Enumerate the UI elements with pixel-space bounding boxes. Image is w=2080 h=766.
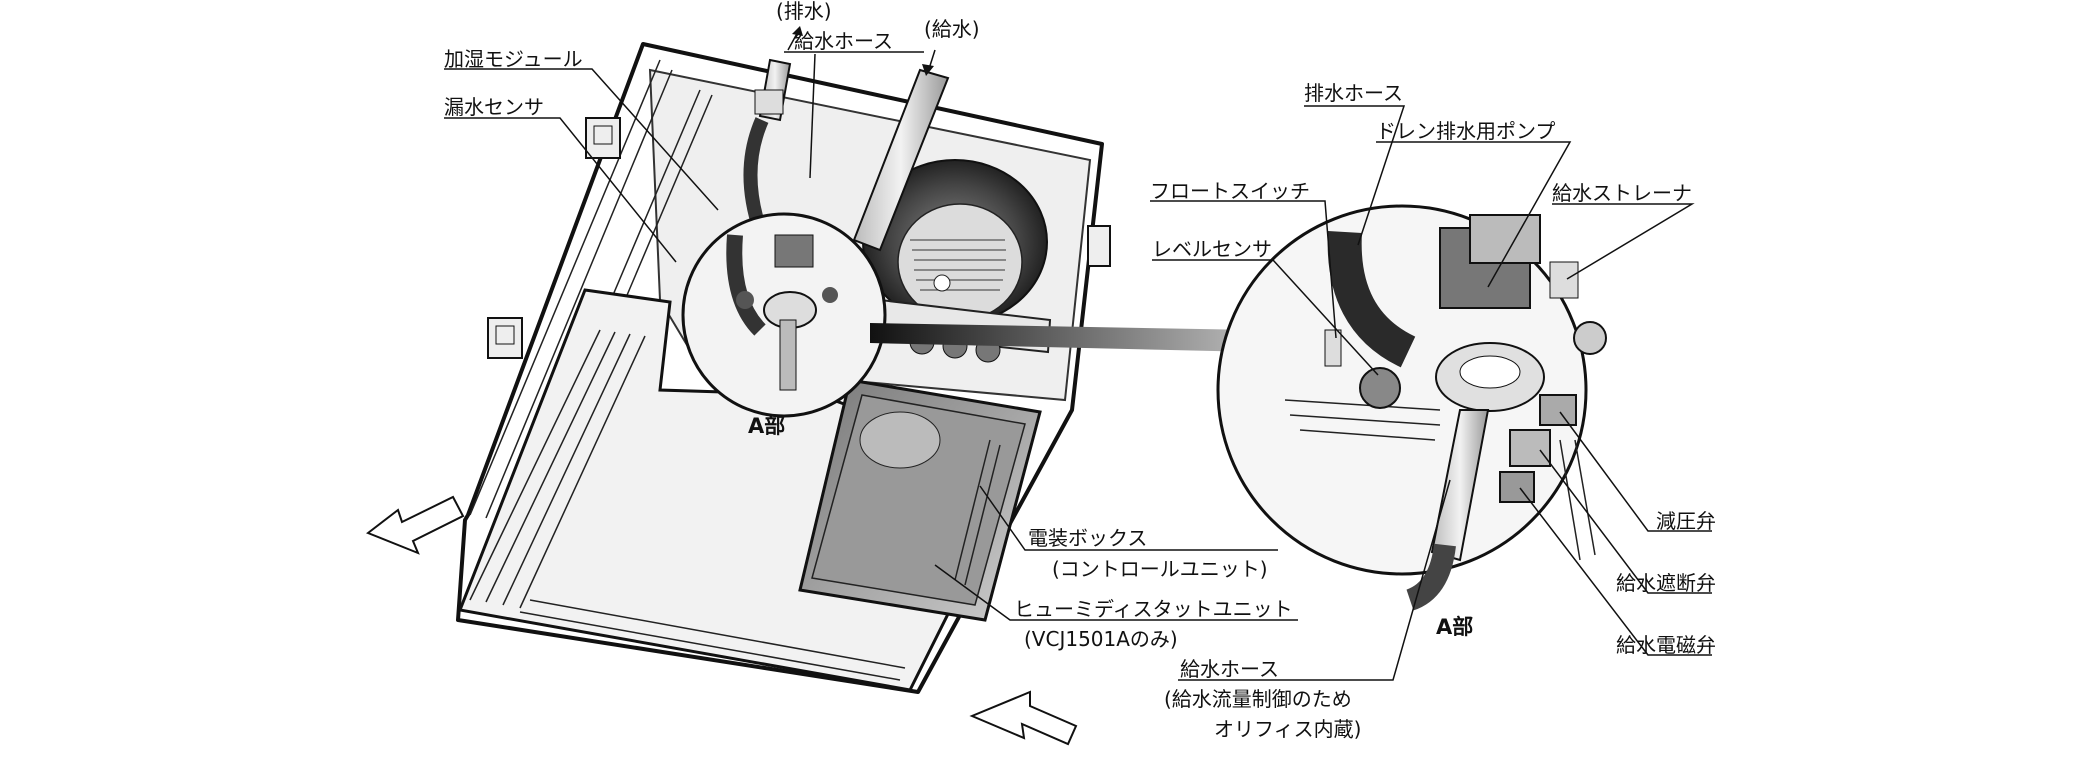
detail-a-large-circle — [1216, 204, 1607, 611]
drain-hose-label: 排水ホース — [1304, 81, 1403, 105]
airflow-in-arrow — [969, 690, 1078, 746]
electrical-box-label: 電装ボックス — [1028, 526, 1147, 550]
supply-flow-arrow — [922, 49, 936, 76]
leak-sensor-label: 漏水センサ — [444, 95, 544, 119]
pressure-valve-label: 減圧弁 — [1656, 509, 1716, 533]
electrical-box-sublabel: (コントロールユニット) — [1052, 557, 1268, 581]
leader-lines — [444, 51, 1712, 681]
magnification-beam — [870, 323, 1257, 352]
detail-a-small-circle — [681, 212, 887, 418]
humidifier-module-label: 加湿モジュール — [444, 47, 583, 71]
float-switch-label: フロートスイッチ — [1150, 179, 1310, 203]
humidistat-label: ヒューミディスタットユニット — [1014, 597, 1293, 621]
supply-strainer-label: 給水ストレーナ — [1552, 181, 1692, 205]
drain-pump-label: ドレン排水用ポンプ — [1376, 119, 1555, 143]
mounting-bracket-lower — [487, 317, 523, 359]
level-sensor-label: レベルセンサ — [1152, 237, 1272, 261]
humidistat-sublabel: (VCJ1501Aのみ) — [1024, 627, 1178, 651]
shutoff-valve-label: 給水遮断弁 — [1616, 571, 1716, 595]
supply-hose-upper — [852, 68, 950, 252]
labels: (排水) (給水) 給水ホース 加湿モジュール 漏水センサ A部 電装ボックス … — [444, 0, 1716, 741]
electrical-box — [798, 378, 1042, 622]
supply-hose-sublabel-2: オリフィス内蔵) — [1214, 717, 1361, 741]
mounting-bracket-upper — [585, 117, 621, 159]
solenoid-valve-label: 給水電磁弁 — [1616, 633, 1716, 657]
supply-hose-sublabel-1: (給水流量制御のため — [1164, 687, 1352, 711]
mounting-bracket-right — [1087, 225, 1111, 267]
drain-flow-arrow — [787, 26, 803, 51]
airflow-out-arrow — [365, 495, 465, 555]
supply-hose-label-bottom: 給水ホース — [1180, 657, 1279, 681]
supply-label: (給水) — [924, 17, 980, 41]
part-a-label-left: A部 — [748, 414, 785, 438]
drain-label: (排水) — [776, 0, 832, 23]
part-a-label-right: A部 — [1436, 615, 1473, 639]
supply-hose-label-top: 給水ホース — [794, 29, 893, 53]
